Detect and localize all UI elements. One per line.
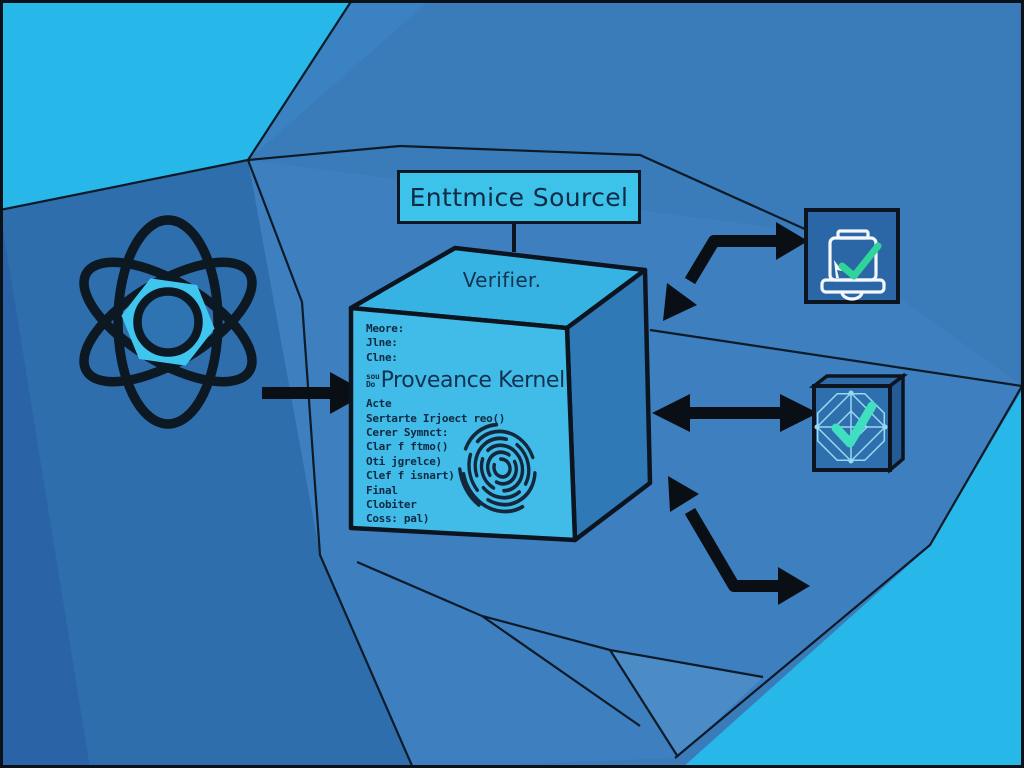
facet-bottom-triangle (610, 650, 763, 757)
kernel-code-line: Oti jgrelce) (366, 454, 442, 468)
facet-top-left-cyan (3, 3, 351, 210)
kernel-code-lines-before: Meore:Jlne:Clne: (366, 322, 616, 365)
kernel-code-line: Final (366, 483, 398, 497)
kernel-main-label: Proveance Kernel (380, 368, 566, 394)
kernel-code-line: Clobiter (366, 498, 417, 512)
kernel-code-line: Meore: (366, 322, 404, 335)
box-front-face (812, 384, 892, 472)
entity-source-title: Enttmice Sourcel (409, 182, 629, 212)
kernel-code-block: Meore:Jlne:Clne: sou Do Proveance Kernel… (366, 322, 616, 527)
kernel-code-line: Clar f ftmo() (366, 440, 449, 454)
arrow-cube-to-laptop (663, 222, 808, 321)
arrow-cube-to-network-box (652, 394, 818, 432)
kernel-code-line: Acte (366, 397, 392, 411)
facet-far-left-wedge (3, 228, 90, 765)
check-mark (831, 401, 877, 448)
kernel-code-line: Cerer Symnct: (366, 426, 449, 440)
facet-bottom-right-cyan (685, 391, 1021, 765)
arrowhead-right (780, 394, 818, 432)
kernel-code-line: Coss: pal) (366, 512, 430, 526)
check-mark (838, 242, 882, 280)
laptop-outline (820, 229, 886, 301)
kernel-code-line: Jlne: (366, 336, 398, 350)
arrowhead-left (652, 394, 690, 432)
verifier-label: Verifier. (462, 268, 542, 292)
facet-top-triangle (248, 3, 427, 160)
network-wireframe (814, 390, 888, 464)
arrowhead-right (776, 222, 808, 260)
kernel-code-line: Clef f isnart) (366, 469, 455, 483)
entity-source-title-box: Enttmice Sourcel (397, 170, 641, 224)
atom-icon (79, 215, 257, 429)
fingerprint-icon (458, 422, 543, 514)
arrowhead-down-left (663, 283, 697, 321)
kernel-prefix-top: sou (366, 372, 380, 382)
kernel-prefix-bottom: Do (366, 380, 376, 390)
arrow-cube-to-bottom-right (668, 476, 810, 605)
kernel-title-row: sou Do Proveance Kernel (366, 366, 616, 396)
laptop-check-icon (804, 208, 900, 304)
kernel-code-line: Clne: (366, 350, 398, 364)
atom-nucleus-core (133, 287, 203, 357)
kernel-code-line: Sertarte Irjoect reo() (366, 411, 506, 425)
network-box-check-icon (808, 372, 909, 474)
kernel-title-prefix: sou Do (366, 373, 380, 389)
arrowhead-right (778, 567, 810, 605)
facet-left-dark (3, 160, 412, 765)
arrowhead-up-left (668, 476, 699, 512)
cursor-glyph (834, 260, 842, 278)
